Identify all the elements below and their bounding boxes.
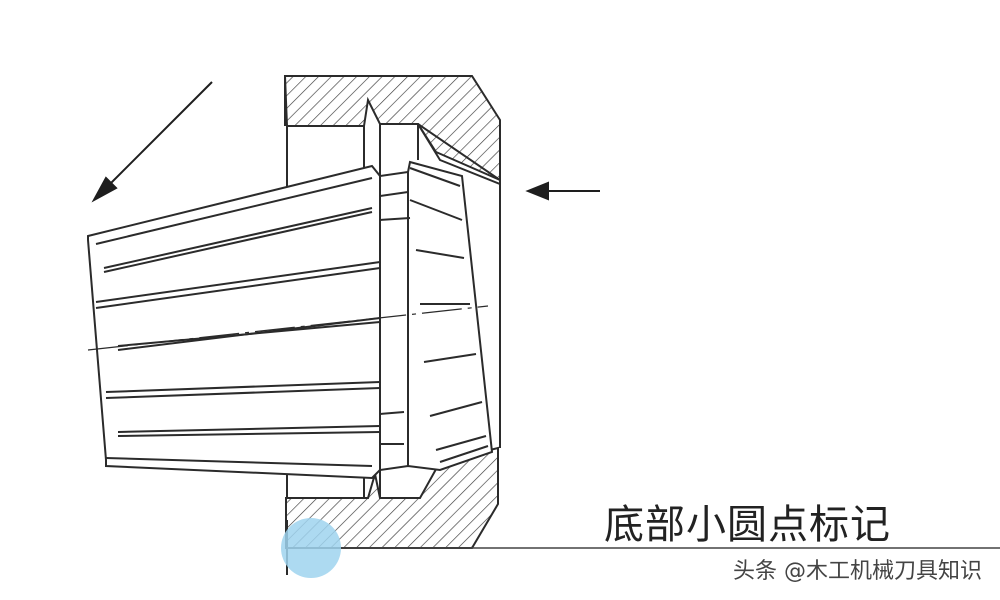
watermark-text: 头条 @木工机械刀具知识 — [733, 559, 982, 584]
bottom-dot-marker — [281, 518, 341, 578]
collet-body — [87, 160, 494, 480]
center-axis — [87, 305, 489, 351]
nut-section-top — [283, 75, 501, 186]
collet-slits — [95, 167, 489, 467]
direction-arrows — [91, 81, 600, 203]
annotation-label: 底部小圆点标记 — [604, 502, 891, 548]
